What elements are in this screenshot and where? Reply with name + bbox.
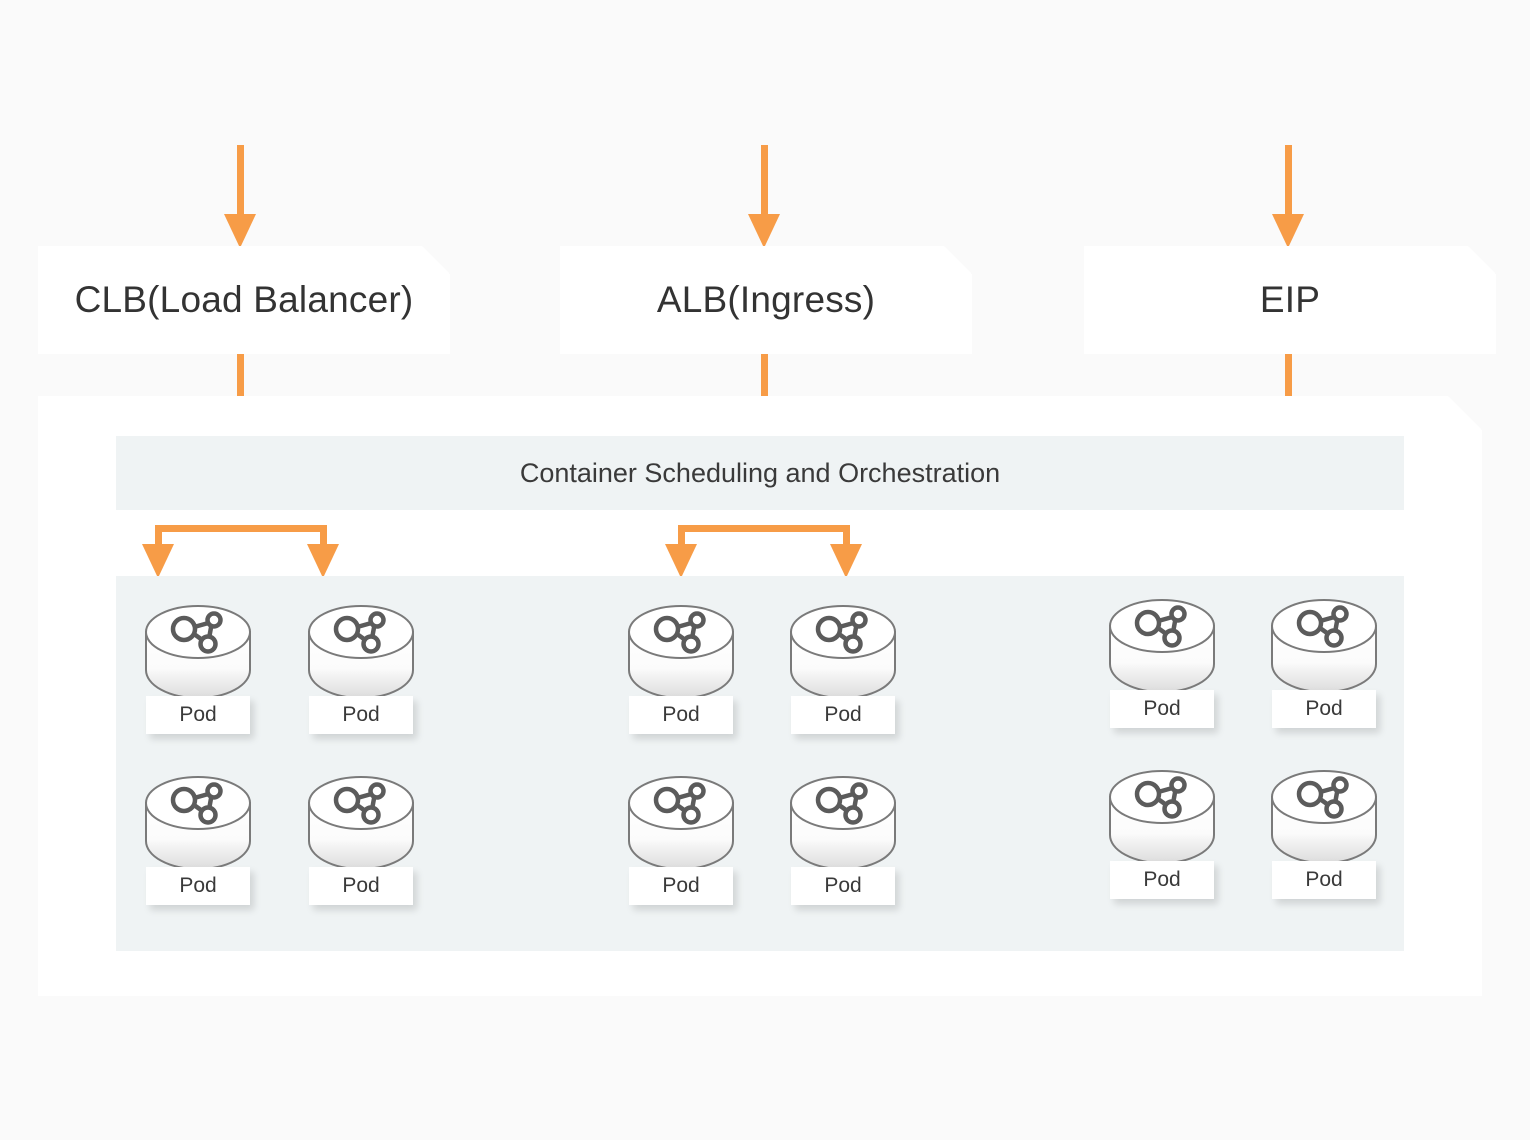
alb-branch-left-stem (678, 525, 685, 549)
clb-branch-left-head (142, 544, 174, 578)
entry-box-alb[interactable]: ALB(Ingress) (560, 246, 972, 354)
pod-label-text: Pod (179, 874, 217, 897)
pod-node[interactable]: Pod (142, 604, 254, 734)
pod-label-text: Pod (179, 703, 217, 726)
pod-label-box: Pod (146, 867, 250, 905)
pod-cylinder-icon (1271, 770, 1377, 864)
pod-label-box: Pod (629, 867, 733, 905)
pod-label-box: Pod (1110, 690, 1214, 728)
pod-cylinder-icon (145, 776, 251, 870)
pod-node[interactable]: Pod (142, 775, 254, 905)
inbound-arrow-eip-line (1285, 145, 1292, 220)
pod-cylinder-icon (1109, 770, 1215, 864)
pod-node[interactable]: Pod (305, 604, 417, 734)
pod-node[interactable]: Pod (787, 775, 899, 905)
pod-cylinder (305, 604, 417, 704)
pod-cylinder (1268, 769, 1380, 869)
pod-cylinder (625, 775, 737, 875)
inbound-arrow-alb-line (761, 145, 768, 220)
pod-label-text: Pod (1305, 697, 1343, 720)
pod-cylinder (142, 775, 254, 875)
alb-branch-bar (678, 525, 850, 532)
pod-node[interactable]: Pod (625, 604, 737, 734)
pod-cylinder (625, 604, 737, 704)
pod-cylinder-icon (790, 605, 896, 699)
clb-branch-right-stem (320, 525, 327, 549)
pod-label-text: Pod (1143, 697, 1181, 720)
pod-node[interactable]: Pod (787, 604, 899, 734)
pod-label-box: Pod (146, 696, 250, 734)
pod-label-text: Pod (662, 703, 700, 726)
pod-label-text: Pod (342, 874, 380, 897)
inbound-arrow-eip-head (1272, 214, 1304, 248)
orchestration-strip: Container Scheduling and Orchestration (116, 436, 1404, 510)
pod-cylinder (787, 604, 899, 704)
entry-box-clb-label: CLB(Load Balancer) (74, 279, 414, 320)
entry-box-eip[interactable]: EIP (1084, 246, 1496, 354)
inbound-arrow-clb-line (237, 145, 244, 220)
pod-cylinder-icon (145, 605, 251, 699)
pod-label-box: Pod (1110, 861, 1214, 899)
clb-branch-bar (155, 525, 327, 532)
pod-cylinder-icon (308, 605, 414, 699)
pod-node[interactable]: Pod (305, 775, 417, 905)
pod-cylinder (1106, 769, 1218, 869)
pod-label-box: Pod (629, 696, 733, 734)
pod-cylinder-icon (790, 776, 896, 870)
entry-box-alb-label: ALB(Ingress) (656, 279, 876, 320)
pod-node[interactable]: Pod (1268, 769, 1380, 899)
pod-label-box: Pod (1272, 861, 1376, 899)
pod-label-box: Pod (309, 867, 413, 905)
inbound-arrow-clb-head (224, 214, 256, 248)
pod-node[interactable]: Pod (625, 775, 737, 905)
entry-box-clb[interactable]: CLB(Load Balancer) (38, 246, 450, 354)
orchestration-label: Container Scheduling and Orchestration (519, 457, 1001, 488)
pod-node[interactable]: Pod (1106, 769, 1218, 899)
alb-branch-right-head (830, 544, 862, 578)
pod-cylinder (1268, 598, 1380, 698)
pod-node[interactable]: Pod (1106, 598, 1218, 728)
pod-cylinder (142, 604, 254, 704)
pod-label-text: Pod (1143, 868, 1181, 891)
pod-cylinder-icon (1271, 599, 1377, 693)
alb-branch-left-head (665, 544, 697, 578)
pod-cylinder (787, 775, 899, 875)
clb-branch-left-stem (155, 525, 162, 549)
pod-label-box: Pod (791, 867, 895, 905)
pod-label-text: Pod (1305, 868, 1343, 891)
pod-cylinder-icon (1109, 599, 1215, 693)
inbound-arrow-alb-head (748, 214, 780, 248)
pod-label-text: Pod (824, 703, 862, 726)
pod-label-text: Pod (824, 874, 862, 897)
pod-label-box: Pod (791, 696, 895, 734)
pod-cylinder-icon (308, 776, 414, 870)
entry-box-eip-label: EIP (1259, 279, 1321, 320)
pod-cylinder (1106, 598, 1218, 698)
pod-label-text: Pod (342, 703, 380, 726)
pod-label-box: Pod (309, 696, 413, 734)
pod-cylinder-icon (628, 605, 734, 699)
pod-node[interactable]: Pod (1268, 598, 1380, 728)
pod-cylinder-icon (628, 776, 734, 870)
clb-branch-right-head (307, 544, 339, 578)
pod-cylinder (305, 775, 417, 875)
pod-label-text: Pod (662, 874, 700, 897)
pod-label-box: Pod (1272, 690, 1376, 728)
alb-branch-right-stem (843, 525, 850, 549)
